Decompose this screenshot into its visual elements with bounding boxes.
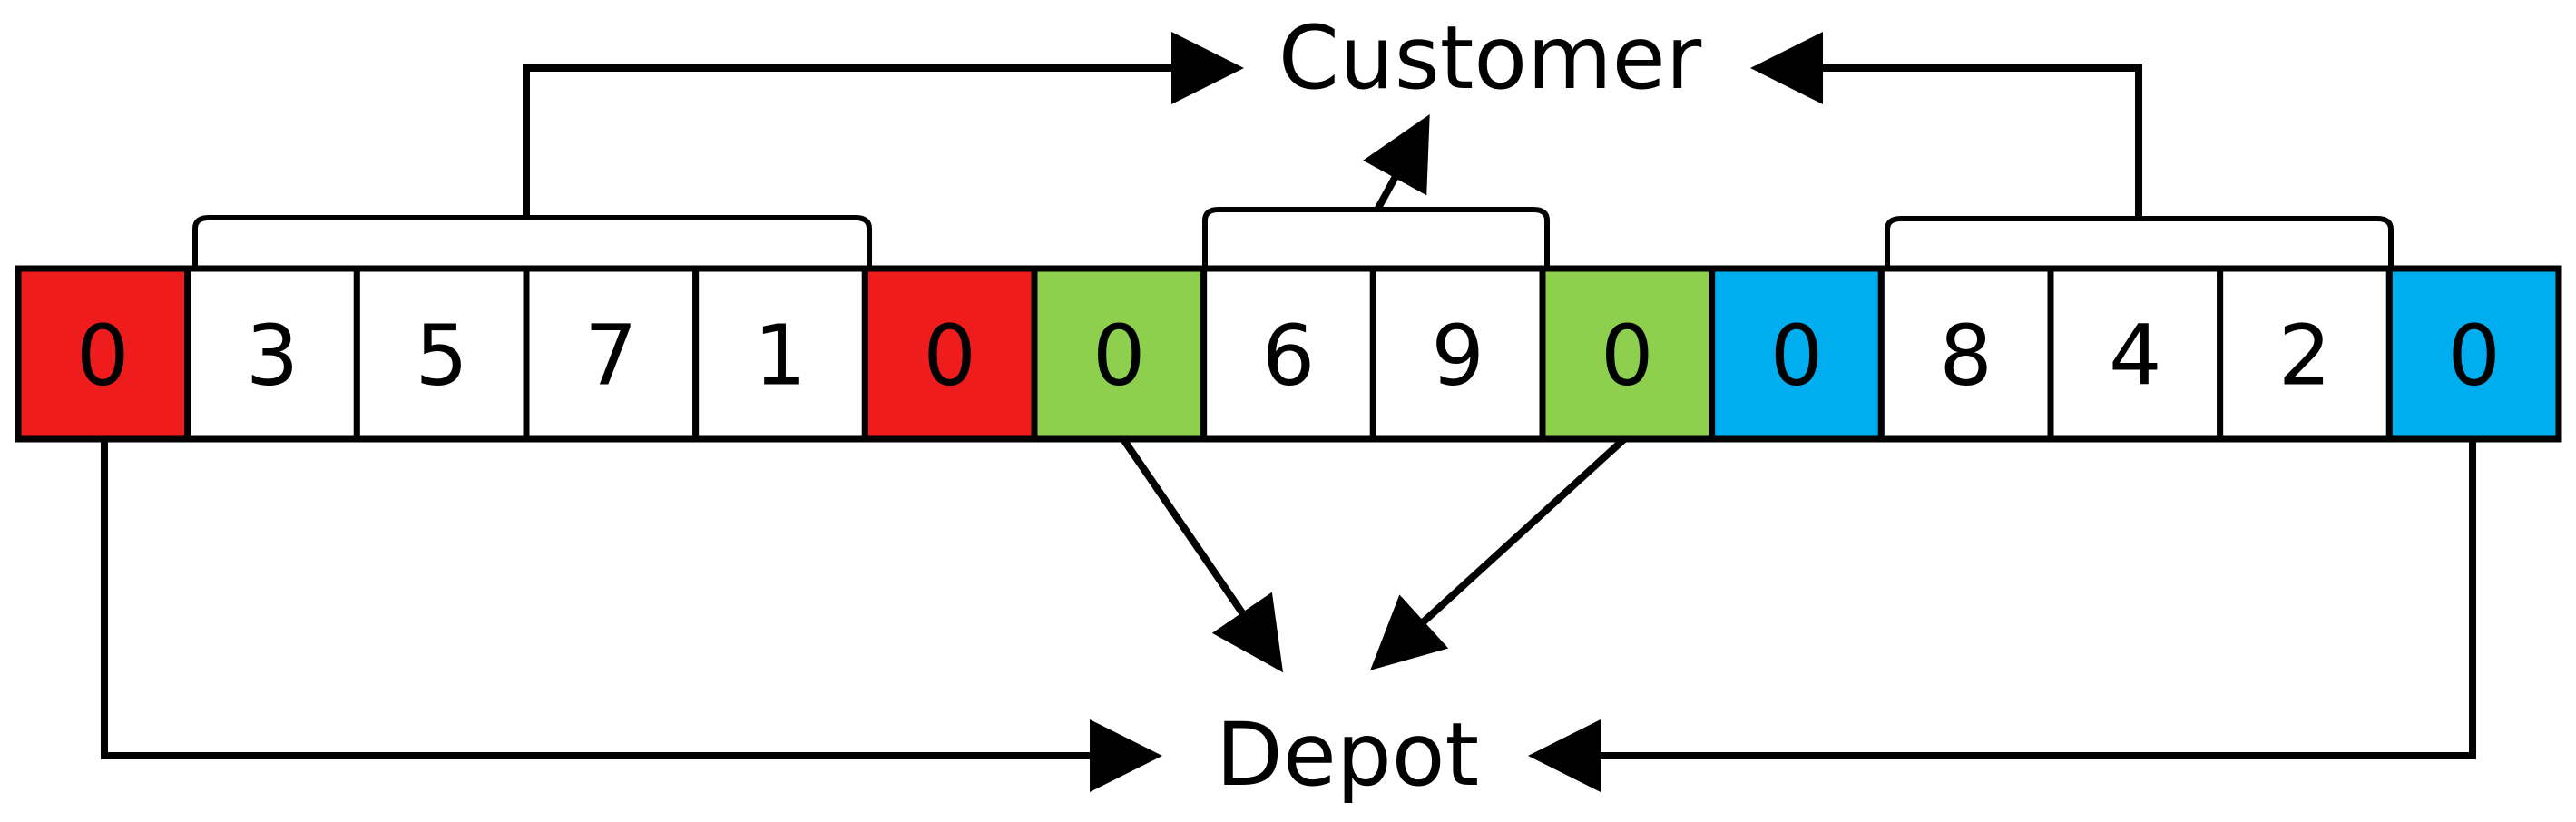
cell-value: 1	[754, 308, 808, 405]
customer-cell: 7	[523, 265, 700, 443]
depot-cell: 0	[1031, 265, 1208, 443]
cell-value: 0	[2447, 308, 2501, 405]
customer-arrow-middle	[1363, 113, 1430, 211]
customer-cell: 1	[692, 265, 868, 443]
cell-box	[1539, 265, 1716, 443]
customer-bracket-route1	[192, 215, 872, 268]
cell-value: 0	[1770, 308, 1824, 405]
customer-cell: 2	[2217, 265, 2393, 443]
depot-label: Depot	[1216, 704, 1479, 806]
cell-value: 2	[2278, 308, 2332, 405]
depot-cell: 0	[15, 265, 191, 443]
customer-bracket-route3	[1885, 216, 2394, 268]
cell-value: 0	[1601, 308, 1654, 405]
cell-value: 3	[246, 308, 299, 405]
customer-cell: 8	[1877, 265, 2054, 443]
customer-cell: 4	[2047, 265, 2224, 443]
cell-value: 0	[1092, 308, 1146, 405]
depot-arrow-green-left	[1120, 436, 1284, 673]
depot-cell: 0	[1709, 265, 1885, 443]
cell-box	[1200, 265, 1376, 443]
customer-arrow-right	[1750, 32, 2142, 219]
cell-box	[1031, 265, 1208, 443]
cell-value: 0	[76, 308, 130, 405]
customer-bracket-route2	[1202, 207, 1550, 268]
customer-cell: 3	[184, 265, 360, 443]
cell-value: 9	[1431, 308, 1484, 405]
cell-value: 7	[584, 308, 638, 405]
customer-cell: 9	[1369, 265, 1546, 443]
cell-value: 8	[1939, 308, 1993, 405]
cell-value: 4	[2109, 308, 2162, 405]
cell-box	[861, 265, 1038, 443]
customer-cell: 5	[353, 265, 530, 443]
depot-cell: 0	[861, 265, 1038, 443]
depot-cell: 0	[2385, 265, 2562, 443]
customer-cell: 6	[1200, 265, 1376, 443]
depot-arrow-left	[101, 439, 1162, 792]
cell-value: 6	[1262, 308, 1316, 405]
customer-label: Customer	[1278, 7, 1702, 109]
cell-box	[692, 265, 868, 443]
cell-box	[1369, 265, 1546, 443]
depot-arrow-green-right	[1370, 436, 1627, 670]
cell-box	[15, 265, 191, 443]
cell-box	[2047, 265, 2224, 443]
cell-box	[1877, 265, 2054, 443]
cell-value: 0	[923, 308, 976, 405]
depot-arrow-right	[1528, 439, 2476, 792]
route-sequence: 0 3 5 7 1 0 0 6 9 0 0 8 4 2 0	[15, 265, 2562, 443]
cell-box	[184, 265, 360, 443]
cell-box	[353, 265, 530, 443]
cell-value: 5	[415, 308, 468, 405]
customer-arrow-left	[523, 32, 1244, 218]
depot-cell: 0	[1539, 265, 1716, 443]
cell-box	[2217, 265, 2393, 443]
